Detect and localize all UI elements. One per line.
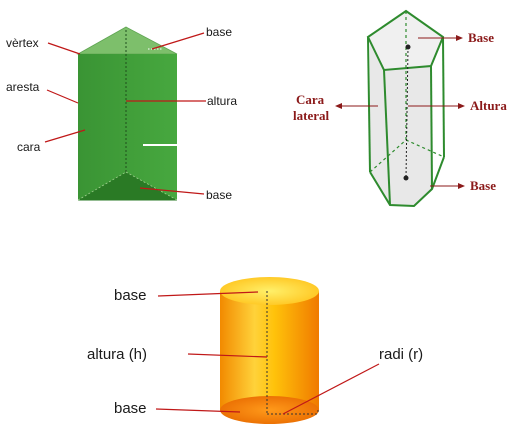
cylinder-bottom-base bbox=[220, 396, 319, 424]
pentagon-lateral-label-2: lateral bbox=[293, 108, 329, 123]
pentagon-height-line bbox=[405, 46, 409, 179]
pentagonal-prism: Base Cara lateral Altura Base bbox=[293, 9, 507, 208]
triangular-prism: vèrtex base aresta altura cara base bbox=[6, 25, 237, 202]
cylinder-height-pointer bbox=[187, 353, 268, 358]
pentagon-base-top-label: Base bbox=[468, 30, 494, 45]
cylinder-base-bottom-pointer bbox=[155, 408, 241, 413]
cylinder-base-bottom-label: base bbox=[114, 400, 147, 417]
prism-top-base bbox=[76, 26, 178, 55]
vertex-pointer bbox=[47, 42, 81, 55]
face-pointer bbox=[44, 129, 86, 143]
base-top-pointer bbox=[151, 32, 205, 50]
vertex-label: vèrtex bbox=[6, 36, 39, 50]
cylinder-top-base bbox=[220, 277, 319, 305]
cylinder: base altura (h) radi (r) base bbox=[87, 277, 423, 424]
edge-pointer bbox=[46, 89, 79, 104]
edge-label: aresta bbox=[6, 80, 40, 94]
height-label: altura bbox=[207, 94, 237, 108]
face-label: cara bbox=[17, 140, 41, 154]
cylinder-radius-pointer bbox=[282, 363, 380, 415]
pentagon-base-bottom-label: Base bbox=[470, 178, 496, 193]
base-bottom-pointer bbox=[139, 187, 205, 195]
cylinder-height-label: altura (h) bbox=[87, 346, 147, 363]
cylinder-base-top-pointer bbox=[157, 291, 259, 297]
prism-bottom-base bbox=[78, 172, 177, 200]
pentagon-height-label: Altura bbox=[470, 98, 507, 113]
cylinder-base-top-label: base bbox=[114, 287, 147, 304]
pentagon-top-base bbox=[366, 9, 445, 72]
cylinder-radius-label: radi (r) bbox=[379, 346, 423, 363]
pentagon-lateral-label-1: Cara bbox=[296, 92, 325, 107]
base-top-label: base bbox=[206, 25, 232, 39]
cylinder-body bbox=[220, 291, 319, 410]
base-bottom-label: base bbox=[206, 188, 232, 202]
